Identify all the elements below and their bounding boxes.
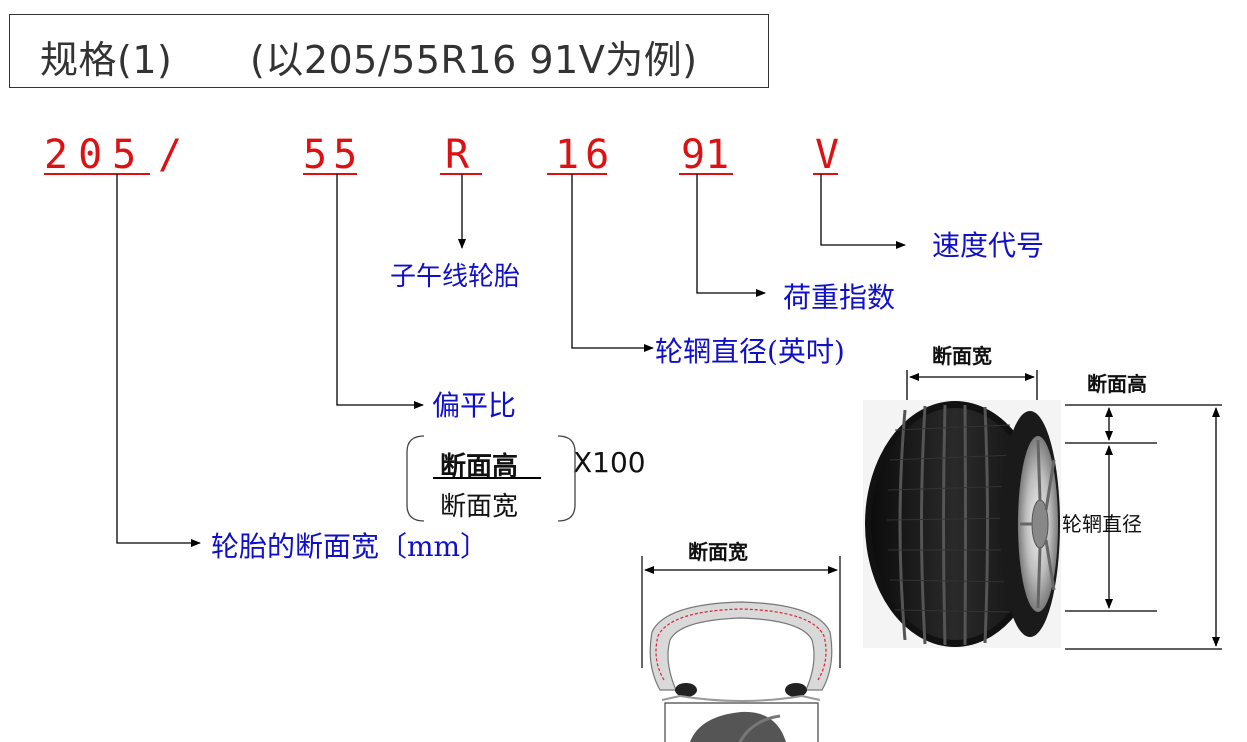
label-radial-tire: 子午线轮胎 (390, 262, 521, 292)
bracket-left (406, 435, 425, 522)
title-example: (以205/55R16 91V为例) (250, 38, 698, 82)
tire-label-width-top: 断面宽 (932, 344, 992, 368)
leader-load (696, 174, 766, 297)
label-speed-symbol: 速度代号 (932, 229, 1045, 262)
code-slash: / (158, 132, 183, 178)
leader-speed (820, 174, 906, 249)
formula-denominator: 断面宽 (440, 492, 519, 522)
code-load: 91 (681, 132, 730, 178)
tire-label-width-cross: 断面宽 (688, 540, 748, 564)
title-main: 规格(1) (40, 38, 173, 82)
tire-photo (863, 400, 1061, 648)
label-load-index: 荷重指数 (783, 281, 896, 314)
label-rim-diameter: 轮辋直径(英吋) (655, 335, 845, 368)
code-width: 205 (44, 132, 147, 178)
leader-lines (116, 174, 906, 547)
code-aspect: 55 (303, 132, 364, 178)
tire-cross-section (641, 556, 841, 742)
label-section-width: 轮胎的断面宽〔mm〕 (211, 530, 489, 563)
code-rim: 16 (555, 132, 616, 178)
code-speed: V (815, 132, 840, 178)
leader-aspect (336, 174, 424, 409)
title-box: 规格(1) (以205/55R16 91V为例) (9, 14, 769, 88)
formula-multiplier: X100 (573, 446, 646, 479)
leader-section-width (116, 174, 201, 547)
tire-dimension-lines (906, 370, 1222, 650)
tire-label-height: 断面高 (1087, 372, 1147, 396)
bracket-right (557, 435, 576, 522)
leader-rim (571, 174, 654, 352)
code-radial: R (445, 132, 470, 178)
label-aspect-ratio: 偏平比 (432, 389, 517, 422)
tire-label-rim: 轮辋直径 (1062, 512, 1142, 536)
